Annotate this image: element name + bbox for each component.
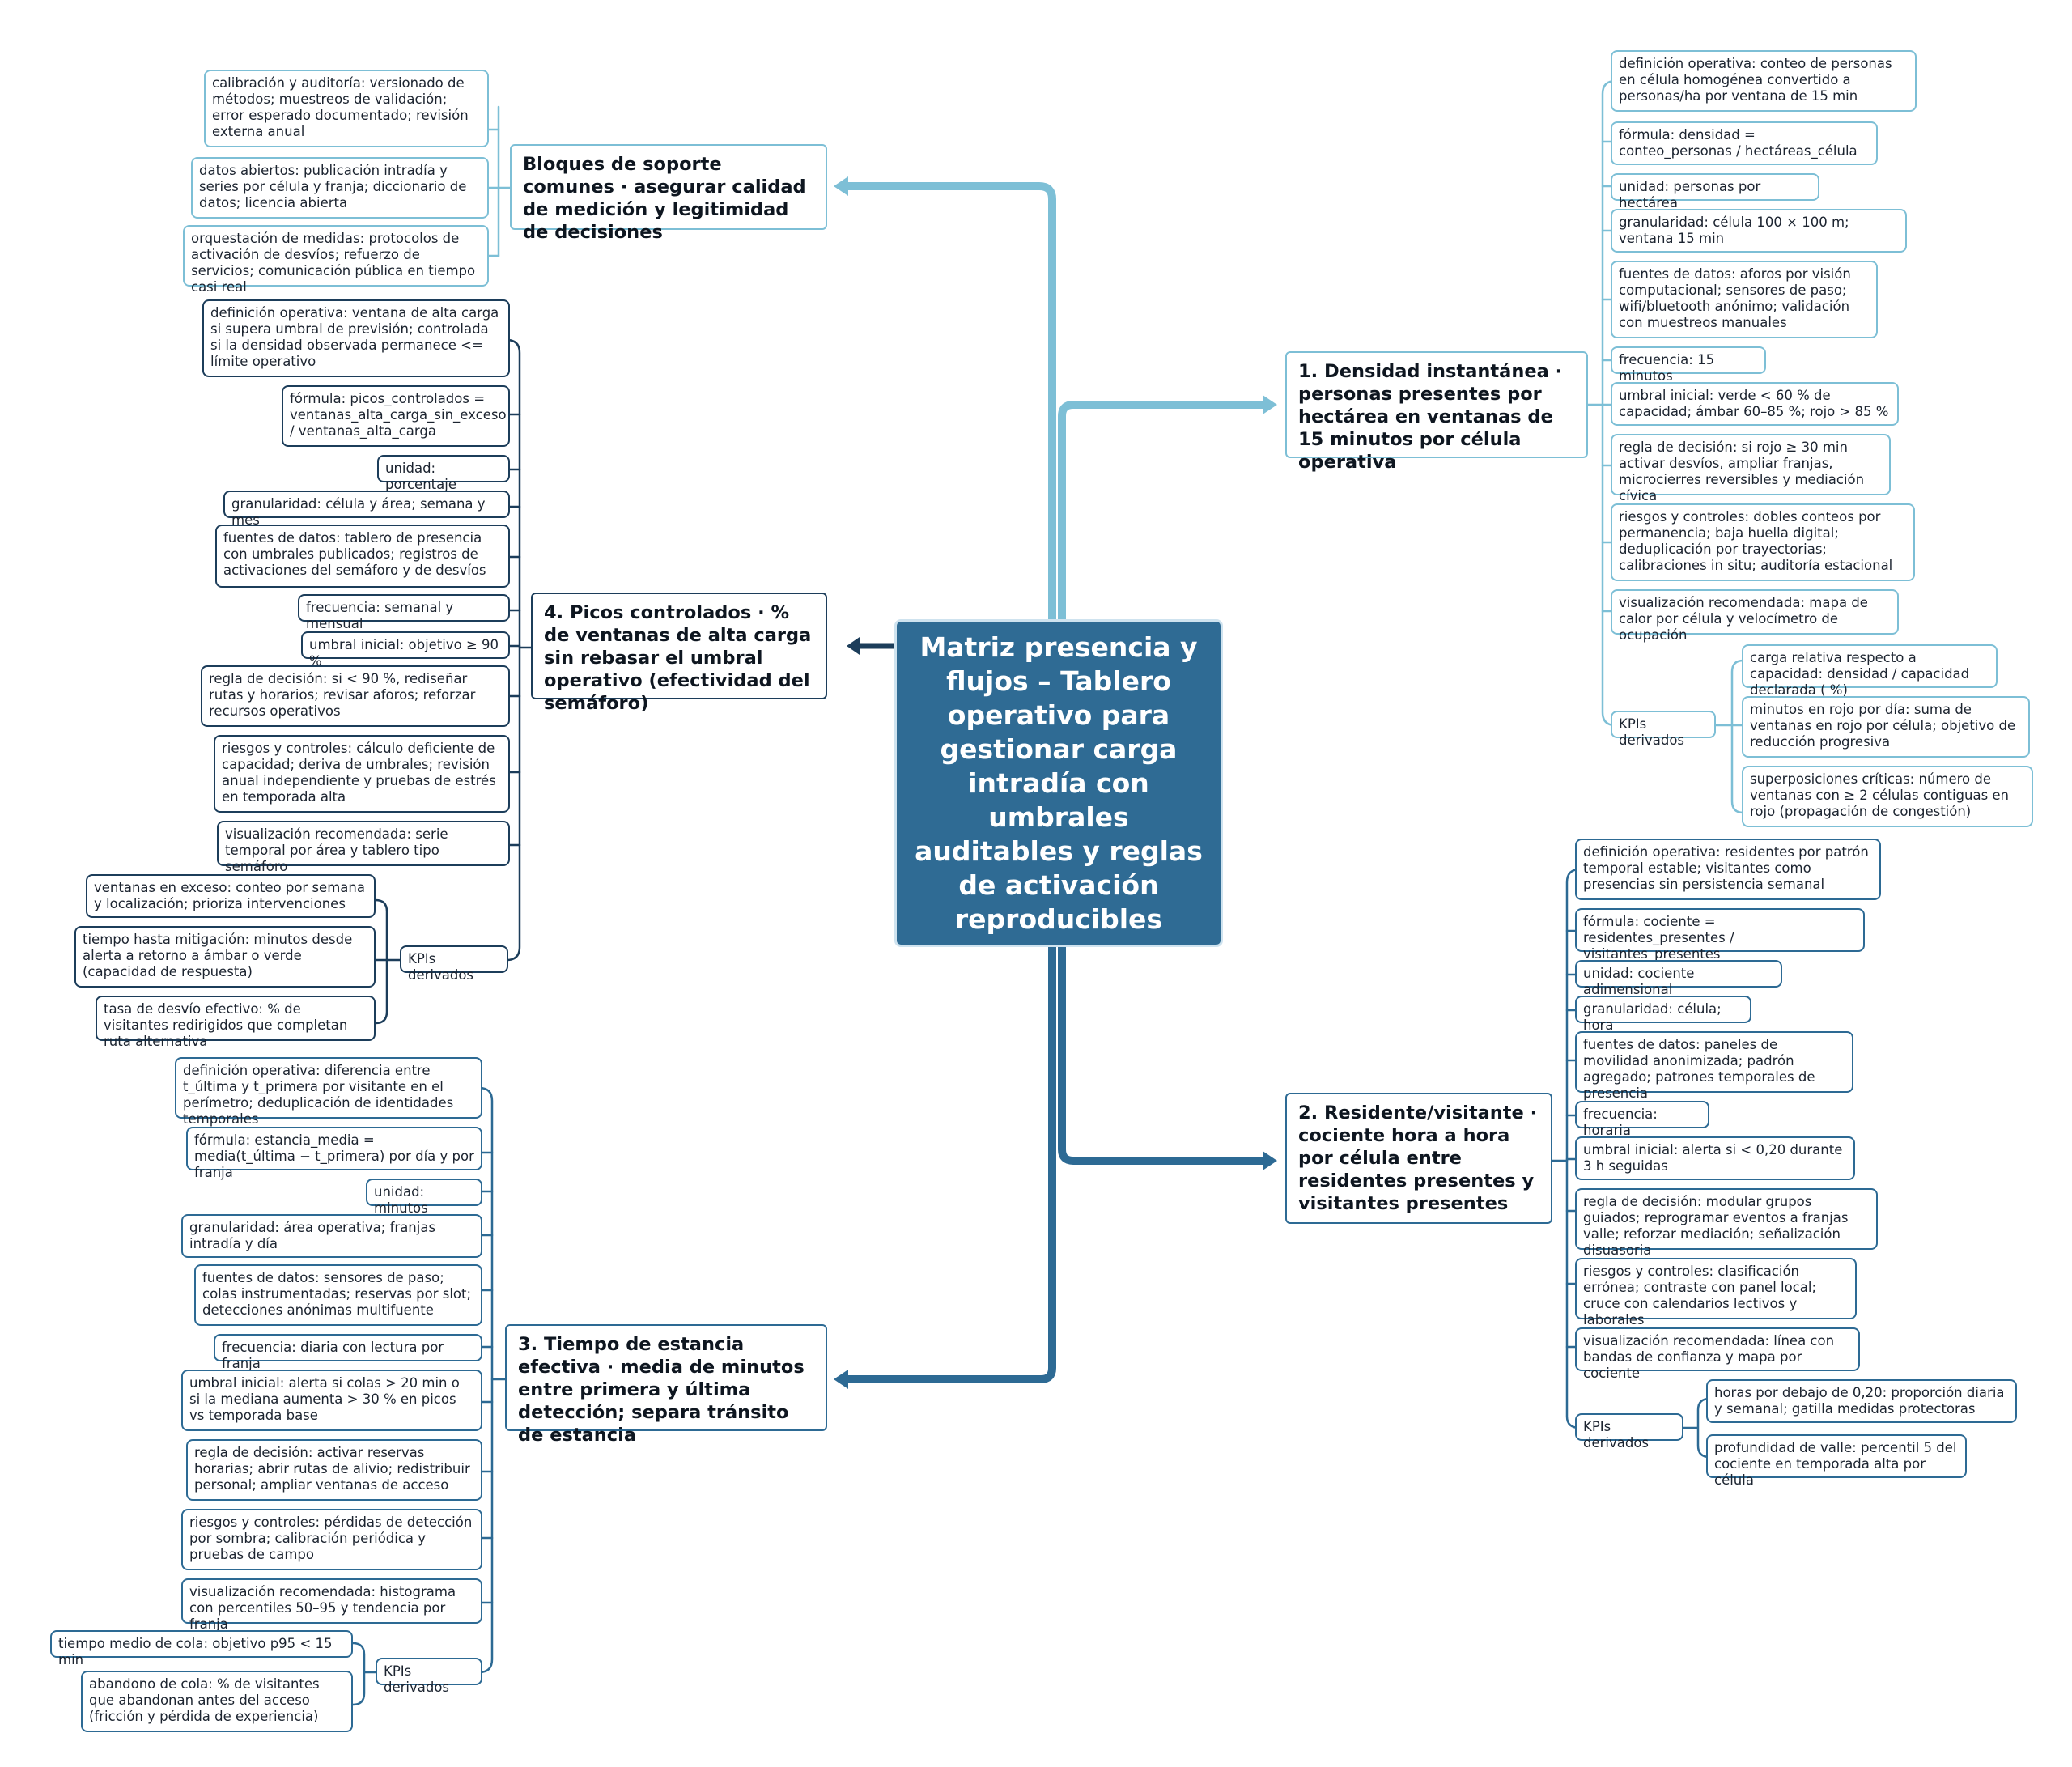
b1-item[interactable]: unidad: personas por hectárea (1611, 173, 1819, 210)
b4-item[interactable]: visualización recomendada: serie tempora… (217, 821, 510, 874)
b2-item[interactable]: umbral inicial: alerta si < 0,20 durante… (1575, 1136, 1855, 1180)
b1-item[interactable]: visualización recomendada: mapa de calor… (1611, 589, 1899, 643)
b1-item[interactable]: granularidad: célula 100 × 100 m; ventan… (1611, 209, 1907, 253)
b2-item[interactable]: fuentes de datos: paneles de movilidad a… (1575, 1031, 1853, 1101)
b2-item[interactable]: riesgos y controles: clasificación errón… (1575, 1258, 1857, 1327)
b4-kpi[interactable]: ventanas en exceso: conteo por semana y … (86, 874, 376, 918)
b3-item[interactable]: unidad: minutos (366, 1179, 482, 1216)
b3-item[interactable]: fórmula: estancia_media = media(t_última… (186, 1127, 482, 1180)
arrow-b3 (834, 1370, 848, 1389)
b4-kpi-label[interactable]: KPIs derivados (400, 945, 508, 983)
b3-item[interactable]: frecuencia: diaria con lectura por franj… (214, 1334, 482, 1371)
b3-kpi[interactable]: abandono de cola: % de visitantes que ab… (81, 1671, 353, 1732)
b2-kpi[interactable]: profundidad de valle: percentil 5 del co… (1706, 1434, 1967, 1488)
b2-item[interactable]: definición operativa: residentes por pat… (1575, 839, 1881, 900)
b1-item[interactable]: riesgos y controles: dobles conteos por … (1611, 503, 1915, 581)
trunk-b1 (1058, 401, 1267, 623)
b2-item[interactable]: fórmula: cociente = residentes_presentes… (1575, 908, 1865, 962)
b2-item[interactable]: granularidad: célula; hora (1575, 996, 1751, 1033)
b2-item[interactable]: unidad: cociente adimensional (1575, 960, 1782, 997)
b3-item[interactable]: umbral inicial: alerta si colas > 20 min… (181, 1370, 482, 1431)
b4-item[interactable]: fórmula: picos_controlados = ventanas_al… (282, 385, 510, 447)
b4-kpi[interactable]: tasa de desvío efectivo: % de visitantes… (96, 996, 376, 1049)
b2-kpi-label[interactable]: KPIs derivados (1575, 1413, 1684, 1451)
b3-item[interactable]: regla de decisión: activar reservas hora… (186, 1439, 482, 1501)
b4-item[interactable]: frecuencia: semanal y mensual (298, 594, 510, 631)
b3-item[interactable]: granularidad: área operativa; franjas in… (181, 1214, 482, 1258)
branch-3-dwell-time[interactable]: 3. Tiempo de estancia efectiva · media d… (505, 1324, 827, 1446)
b1-item[interactable]: definición operativa: conteo de personas… (1611, 50, 1917, 112)
b4-item[interactable]: definición operativa: ventana de alta ca… (202, 299, 510, 377)
b3-item[interactable]: fuentes de datos: sensores de paso; cola… (194, 1264, 482, 1326)
branch-2-resident-visitor[interactable]: 2. Residente/visitante · cociente hora a… (1285, 1093, 1552, 1224)
support-item[interactable]: orquestación de medidas: protocolos de a… (183, 225, 489, 295)
arrow-b1 (1263, 395, 1277, 414)
b1-item[interactable]: frecuencia: 15 minutos (1611, 346, 1766, 384)
b1-kpi[interactable]: minutos en rojo por día: suma de ventana… (1742, 696, 2030, 758)
b4-item[interactable]: umbral inicial: objetivo ≥ 90 % (301, 631, 510, 669)
arrow-b2 (1263, 1151, 1277, 1170)
trunk-support (844, 182, 1056, 623)
branch-1-density[interactable]: 1. Densidad instantánea · personas prese… (1285, 351, 1588, 473)
trunk-b3 (844, 939, 1056, 1383)
b1-kpi[interactable]: superposiciones críticas: número de vent… (1742, 766, 2033, 827)
support-item[interactable]: calibración y auditoría: versionado de m… (204, 70, 489, 147)
b4-kpi[interactable]: tiempo hasta mitigación: minutos desde a… (74, 926, 376, 988)
b1-kpi-label[interactable]: KPIs derivados (1611, 711, 1716, 748)
trunk-b2 (1058, 939, 1267, 1165)
b4-item[interactable]: regla de decisión: si < 90 %, rediseñar … (201, 665, 510, 727)
b2-kpi[interactable]: horas por debajo de 0,20: proporción dia… (1706, 1379, 2017, 1423)
b2-item[interactable]: regla de decisión: modular grupos guiado… (1575, 1188, 1878, 1258)
b1-item[interactable]: fuentes de datos: aforos por visión comp… (1611, 261, 1878, 338)
central-topic[interactable]: Matriz presencia y flujos – Tablero oper… (894, 619, 1223, 947)
b2-item[interactable]: frecuencia: horaria (1575, 1101, 1709, 1138)
b4-item[interactable]: riesgos y controles: cálculo deficiente … (214, 735, 510, 813)
b1-kpi[interactable]: carga relativa respecto a capacidad: den… (1742, 644, 1998, 698)
central-topic-title: Matriz presencia y flujos – Tablero oper… (915, 631, 1203, 935)
b1-item[interactable]: regla de decisión: si rojo ≥ 30 min acti… (1611, 434, 1891, 503)
branch-support[interactable]: Bloques de soporte comunes · asegurar ca… (510, 144, 827, 243)
b1-item[interactable]: fórmula: densidad = conteo_personas / he… (1611, 121, 1878, 165)
b4-item[interactable]: unidad: porcentaje (377, 455, 510, 492)
b3-kpi[interactable]: tiempo medio de cola: objetivo p95 < 15 … (50, 1630, 353, 1667)
arrow-support (834, 176, 848, 196)
arrow-b4 (847, 637, 860, 655)
b4-item[interactable]: granularidad: célula y área; semana y me… (223, 491, 510, 528)
b3-item[interactable]: definición operativa: diferencia entre t… (175, 1057, 482, 1127)
b1-item[interactable]: umbral inicial: verde < 60 % de capacida… (1611, 382, 1899, 426)
b3-kpi-label[interactable]: KPIs derivados (376, 1658, 482, 1695)
support-item[interactable]: datos abiertos: publicación intradía y s… (191, 157, 489, 219)
b3-item[interactable]: riesgos y controles: pérdidas de detecci… (181, 1509, 482, 1570)
branch-4-controlled-peaks[interactable]: 4. Picos controlados · % de ventanas de … (531, 593, 827, 714)
b2-item[interactable]: visualización recomendada: línea con ban… (1575, 1327, 1860, 1381)
b3-item[interactable]: visualización recomendada: histograma co… (181, 1578, 482, 1632)
b4-item[interactable]: fuentes de datos: tablero de presencia c… (215, 525, 510, 588)
